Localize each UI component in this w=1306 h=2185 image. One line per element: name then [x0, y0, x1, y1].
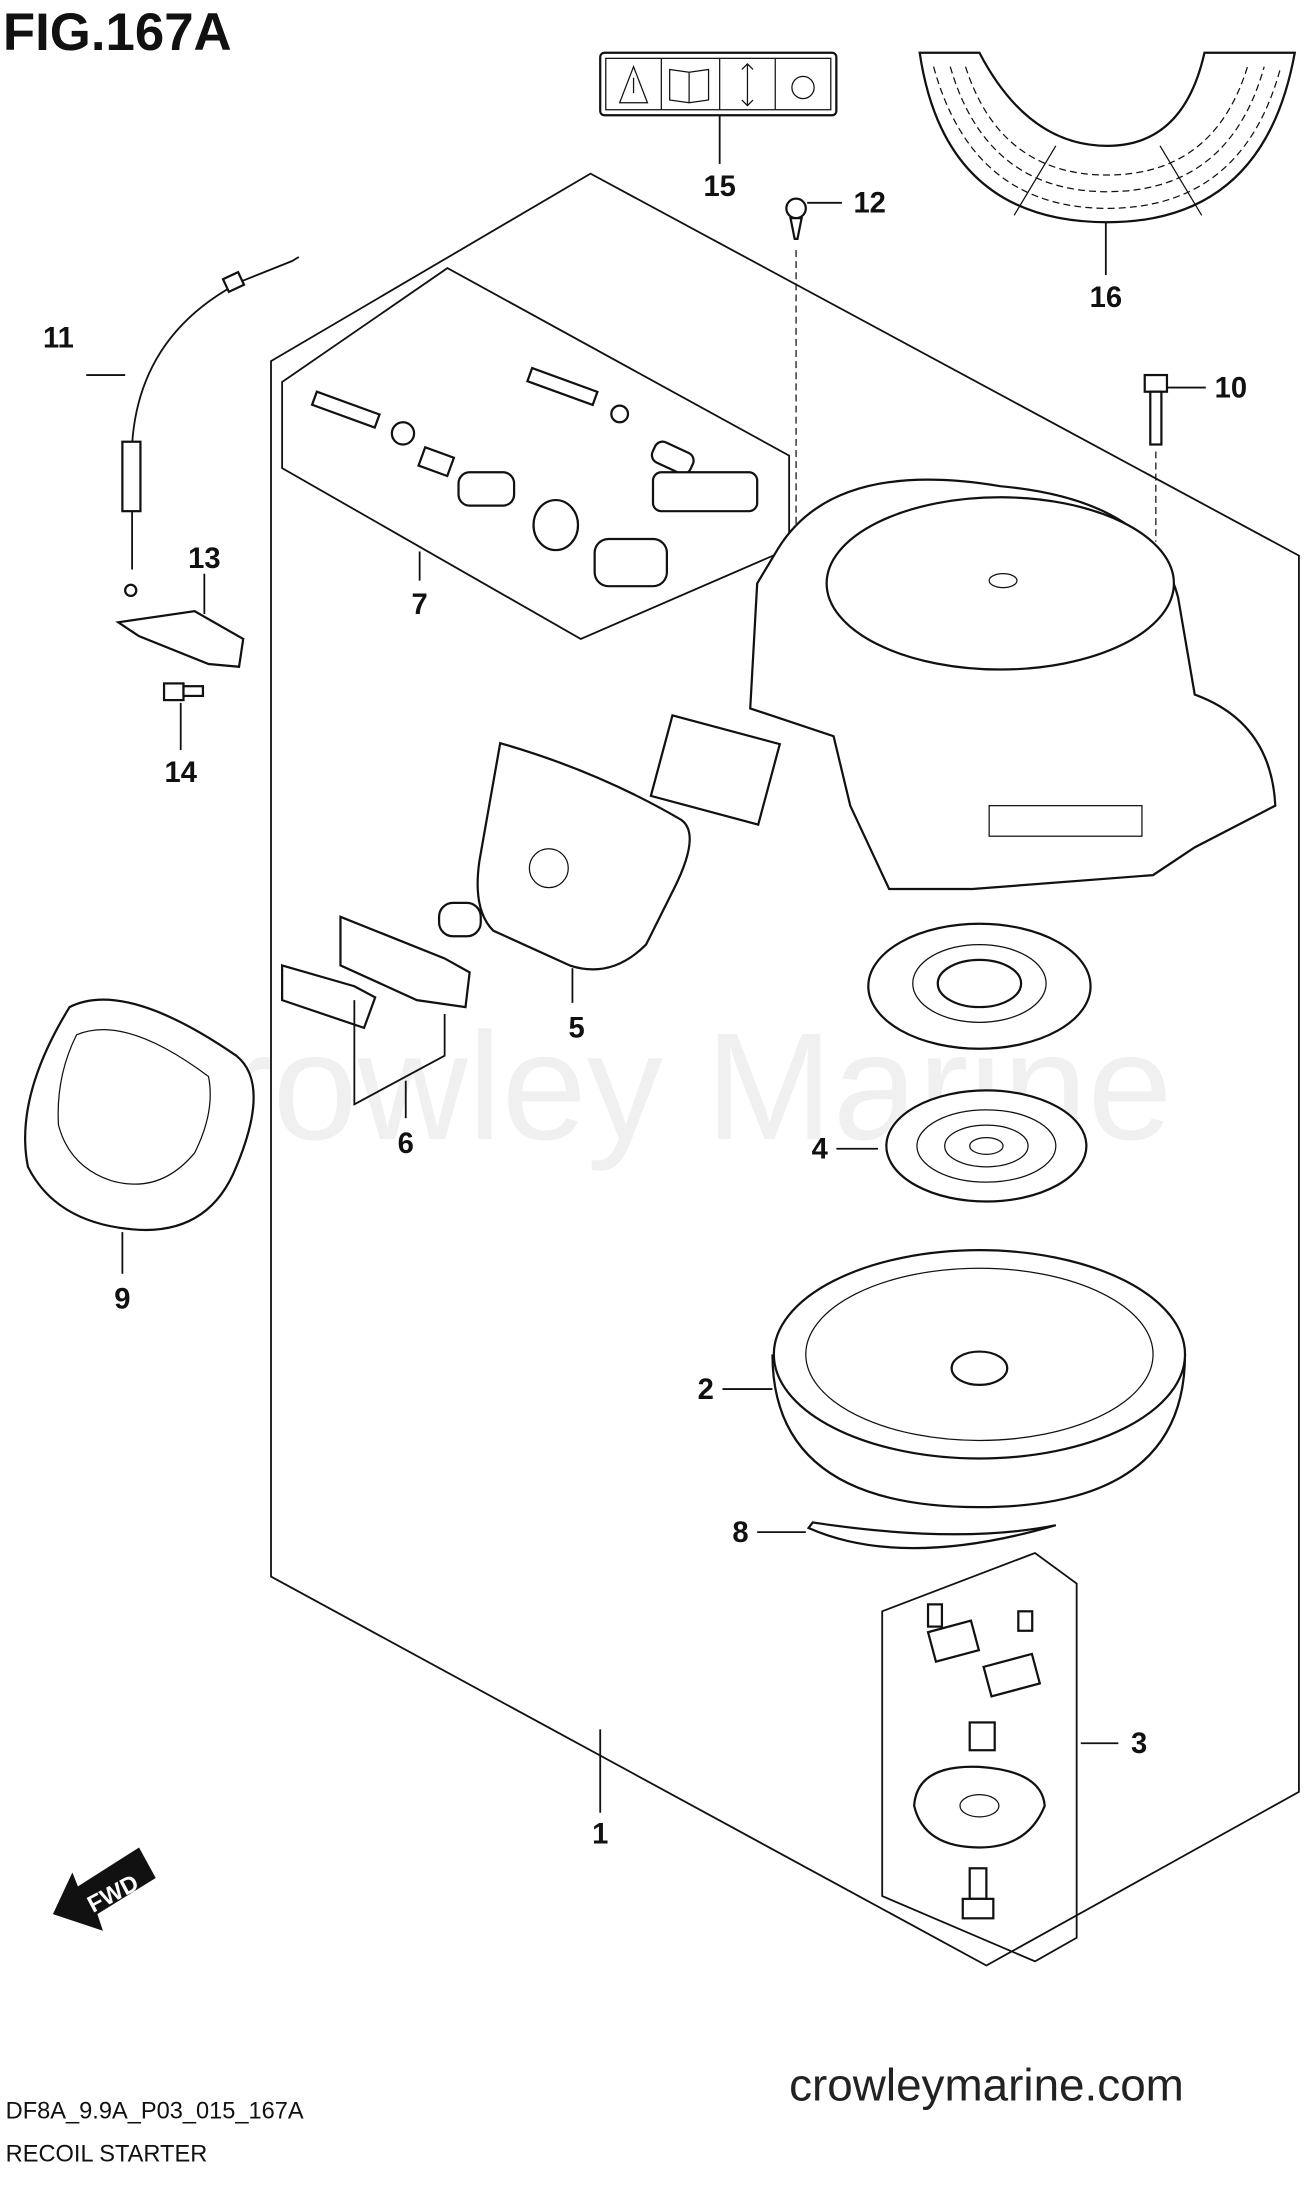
callout-10: 10 — [1215, 372, 1247, 404]
callout-12: 12 — [853, 188, 885, 220]
handle-cover-part-5 — [476, 741, 691, 971]
engine-icon — [791, 75, 815, 100]
callout-4: 4 — [812, 1133, 829, 1165]
callout-7: 7 — [412, 589, 428, 621]
screw-part-12 — [785, 197, 807, 241]
bolt-part-14 — [162, 682, 205, 702]
figure-name: RECOIL STARTER — [6, 2141, 208, 2167]
bracket-part-13 — [115, 610, 245, 668]
spring-case — [867, 922, 1092, 1050]
callout-15: 15 — [703, 171, 735, 203]
manual-icon — [669, 68, 710, 104]
decal-part-16 — [918, 51, 1297, 224]
assembly-1-outline — [270, 172, 1300, 1967]
callout-11: 11 — [43, 322, 74, 354]
reel-part-2 — [771, 1249, 1187, 1509]
ratchet-kit-part-3 — [913, 1603, 1046, 1920]
callout-9: 9 — [114, 1283, 130, 1315]
warning-label-part-15 — [599, 51, 838, 117]
cable-part-11 — [121, 256, 300, 598]
callout-6: 6 — [398, 1128, 414, 1160]
callout-13: 13 — [188, 543, 220, 575]
website-link[interactable]: crowleymarine.com — [789, 2059, 1184, 2110]
handle-part-6 — [281, 901, 482, 1030]
kit-7-outline — [281, 267, 791, 640]
spring-part-4 — [885, 1089, 1088, 1203]
figure-title: FIG.167A — [3, 3, 232, 62]
bolt-part-10 — [1143, 373, 1169, 446]
rope-part-8 — [806, 1521, 1057, 1550]
figure-code: DF8A_9.9A_P03_015_167A — [6, 2098, 304, 2124]
up-down-arrow-icon — [741, 63, 754, 107]
callout-1: 1 — [592, 1818, 608, 1850]
callout-5: 5 — [568, 1013, 584, 1045]
kit-3-outline — [881, 1551, 1078, 1963]
callout-2: 2 — [698, 1374, 714, 1406]
callout-8: 8 — [732, 1517, 748, 1549]
callout-16: 16 — [1090, 282, 1122, 314]
forward-direction-arrow: FWD — [52, 1847, 156, 1931]
grip-part-9 — [24, 998, 255, 1232]
warning-icon — [618, 64, 649, 104]
callout-3: 3 — [1131, 1728, 1147, 1760]
starter-housing-part-1 — [649, 478, 1277, 891]
callout-14: 14 — [164, 757, 197, 789]
kit-part-7-parts — [310, 366, 759, 588]
